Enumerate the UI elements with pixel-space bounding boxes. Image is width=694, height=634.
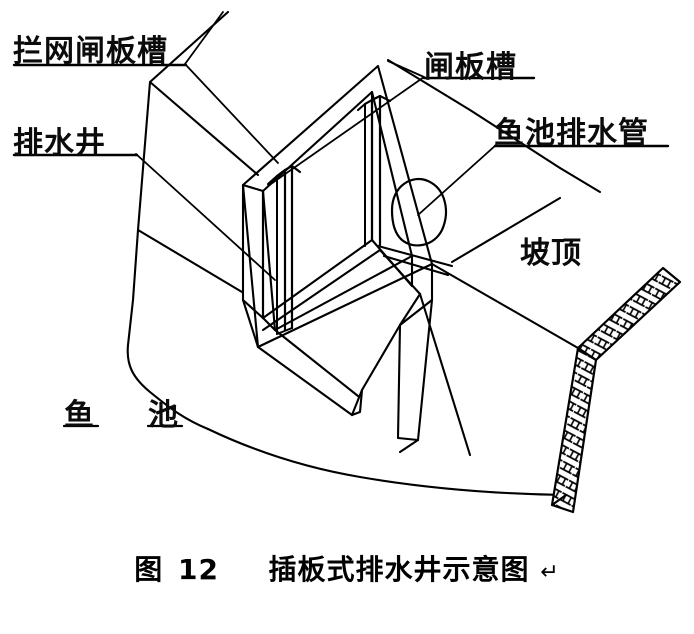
pipe-sill-line [376, 244, 454, 268]
riprap-slope [550, 266, 682, 514]
caption-figure-number: 12 [178, 553, 220, 586]
pipe-sill-line-2 [382, 254, 450, 277]
label-fish-pond-char-2: 池 [148, 398, 179, 433]
label-drain-well: 排水井 [13, 126, 106, 161]
well-front-wall-right [350, 323, 402, 417]
label-gate-groove: 闸板槽 [424, 50, 517, 85]
well-front-wall-left-inner [273, 328, 360, 398]
well-front-wall-right2 [398, 292, 422, 327]
label-pond-drain-pipe: 鱼池排水管 [494, 116, 649, 151]
well-floor-front-edge [261, 248, 422, 332]
pond-shoreline-bottom [206, 427, 568, 497]
well-wall-near-left-bottom [241, 298, 265, 320]
well-wall-near-left-top [241, 183, 265, 193]
well-outer-side-right2 [396, 323, 402, 440]
label-screen-gate-groove: 拦网闸板槽 [13, 34, 168, 69]
well-front-wall-left [256, 345, 354, 417]
well-rim-outer [241, 64, 434, 349]
drain-pipe-opening [390, 177, 447, 247]
leader-pipe [417, 144, 497, 216]
label-fish-pond-char-1: 鱼 [64, 398, 95, 433]
ground-line-upper-left [148, 80, 260, 177]
leader-gate-groove-2 [267, 76, 425, 187]
pond-bank-left-curve [126, 343, 210, 431]
ground-line-mid-left [136, 228, 244, 294]
caption-pilcrow-icon: ↵ [540, 560, 560, 585]
slope-ridge-line [430, 262, 580, 350]
leader-screen-groove [184, 11, 224, 65]
slope-face-right [418, 292, 472, 457]
leader-drain-well [135, 153, 276, 281]
gate-groove-left [276, 164, 294, 335]
well-front-wall-bottom [350, 388, 364, 417]
ground-line-right-lower [450, 196, 562, 264]
label-slope-top: 坡顶 [520, 236, 582, 271]
well-outer-side-right [398, 298, 434, 454]
caption-figure-title: 插板式排水井示意图 [268, 553, 530, 586]
leader-gate-groove [387, 60, 425, 78]
well-outer-bottom-right [396, 436, 420, 442]
well-floor-left-edge [261, 238, 374, 320]
figure-caption: 图 12 插板式排水井示意图 ↵ [0, 548, 694, 588]
caption-figure-word: 图 [134, 553, 164, 586]
ground-line-upper-right [386, 58, 562, 170]
slope-ridge-line-2 [558, 166, 602, 194]
slope-toe-line [550, 493, 568, 507]
groove-notch-right [356, 94, 392, 112]
leader-screen-groove-2 [184, 63, 279, 164]
